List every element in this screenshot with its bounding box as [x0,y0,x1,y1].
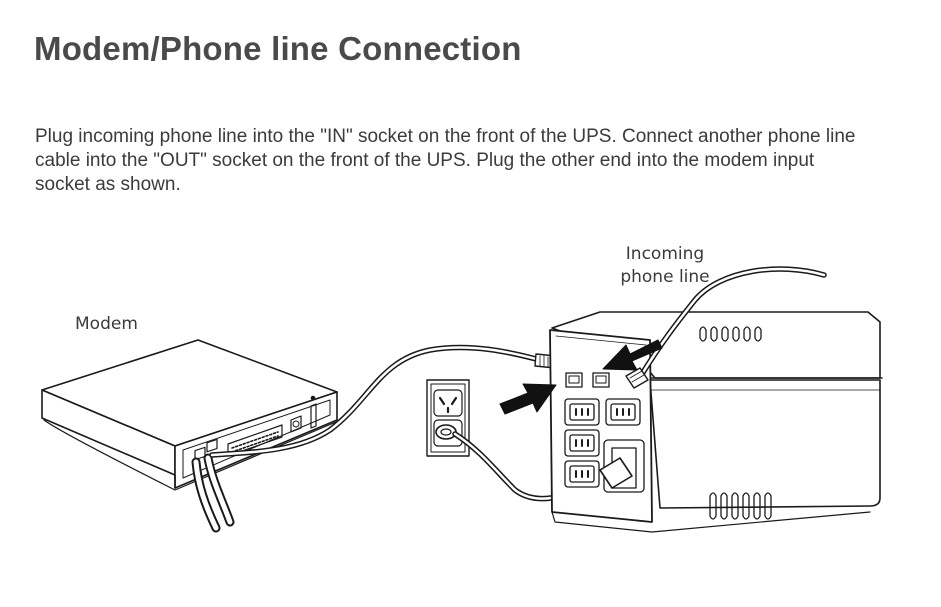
incoming-phone-line-label: Incoming phone line [619,243,711,289]
modem-label: Modem [75,314,138,334]
modem-illustration [41,339,338,491]
ups-illustration [549,311,883,533]
connection-diagram [41,266,883,533]
instructions-paragraph: Plug incoming phone line into the "IN" s… [35,126,856,195]
modem-down-cable [191,453,235,533]
incoming-label-line1: Incoming [625,244,705,264]
arrow-in-indicator [602,339,663,371]
wall-outlet [426,379,470,457]
incoming-label-line2: phone line [620,267,710,287]
arrow-out-indicator [499,383,557,415]
page-title: Modem/Phone line Connection [34,30,522,67]
